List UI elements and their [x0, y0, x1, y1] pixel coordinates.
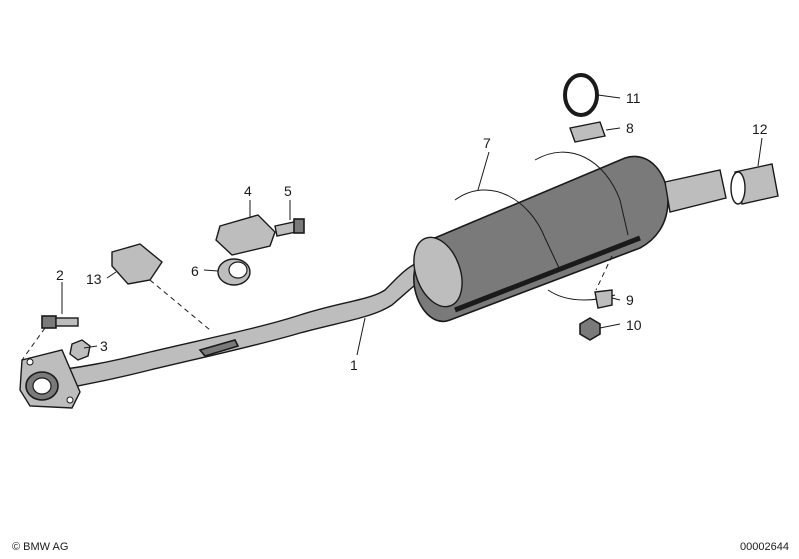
clamp-bolt[interactable] — [274, 218, 305, 237]
callout-11: 11 — [626, 90, 641, 106]
document-number: 00002644 — [740, 541, 789, 553]
pipe-flange[interactable] — [19, 349, 81, 409]
flange-bolt[interactable] — [41, 315, 79, 329]
flange-nut[interactable] — [69, 339, 91, 361]
support-bracket[interactable] — [111, 243, 163, 285]
callout-5: 5 — [284, 183, 292, 199]
callout-2: 2 — [56, 267, 64, 283]
callout-4: 4 — [244, 183, 252, 199]
copyright-notice: © BMW AG — [12, 541, 69, 553]
pipe-clamp[interactable] — [215, 214, 276, 256]
hanger-bracket[interactable] — [569, 121, 606, 143]
callout-13: 13 — [86, 271, 102, 287]
callout-3: 3 — [100, 338, 108, 354]
callout-9: 9 — [626, 292, 634, 308]
gasket-ring[interactable] — [563, 73, 599, 117]
strap-bracket[interactable] — [594, 289, 613, 309]
assembly-line-bracket — [149, 279, 211, 331]
tail-pipe[interactable] — [664, 169, 727, 213]
callout-7: 7 — [483, 135, 491, 151]
assembly-line-nut — [595, 255, 613, 291]
callout-8: 8 — [626, 120, 634, 136]
callout-1: 1 — [350, 357, 358, 373]
rubber-mount[interactable] — [217, 258, 251, 286]
hex-nut[interactable] — [579, 317, 601, 341]
tail-pipe-trim[interactable] — [730, 163, 779, 205]
callout-12: 12 — [752, 121, 768, 137]
muffler-strap-rear[interactable] — [534, 151, 629, 236]
callout-6: 6 — [191, 263, 199, 279]
leader-lines — [61, 94, 763, 356]
assembly-line-bolt — [21, 327, 46, 361]
muffler[interactable] — [405, 155, 669, 323]
callout-10: 10 — [626, 317, 642, 333]
